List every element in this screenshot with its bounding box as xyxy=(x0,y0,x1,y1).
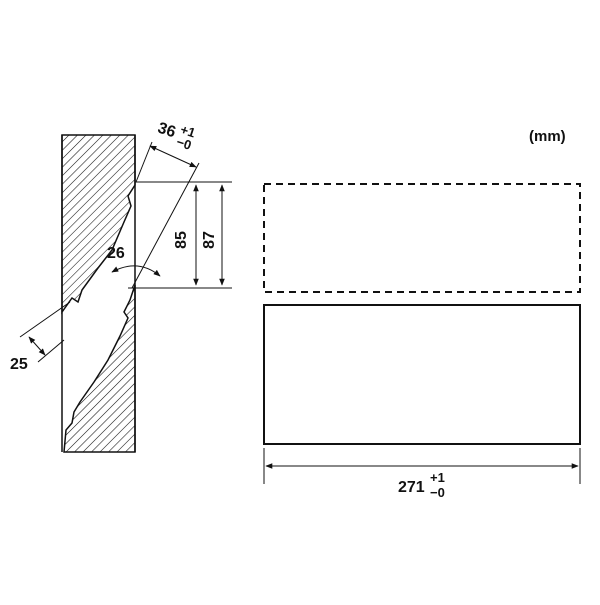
unit-label: (mm) xyxy=(529,128,566,145)
dimension-25-label: 25 xyxy=(10,356,28,373)
panel-outline-solid xyxy=(263,304,581,445)
wall-section xyxy=(61,134,136,453)
wall-hatch-upper xyxy=(61,134,136,315)
width-tol-plus: +1 xyxy=(430,470,445,485)
dimension-87-label: 87 xyxy=(201,231,218,249)
panel-outline-dashed xyxy=(263,183,581,293)
dimension-36-line xyxy=(149,145,197,168)
dimension-36-tol-minus: −0 xyxy=(175,134,194,153)
dimension-36-tol-plus: +1 xyxy=(179,122,198,141)
width-value: 271 xyxy=(398,479,425,496)
wall-hatch-lower xyxy=(63,284,136,453)
dimension-36-label: 36 +1 −0 xyxy=(155,120,198,153)
dimension-25-line xyxy=(28,336,46,356)
dimension-85-label: 85 xyxy=(173,231,190,249)
dimension-36-value: 36 xyxy=(155,120,177,142)
angle-26-label: 26 xyxy=(107,245,125,262)
angle-26-arc xyxy=(111,265,161,277)
width-tol-minus: −0 xyxy=(430,485,445,500)
